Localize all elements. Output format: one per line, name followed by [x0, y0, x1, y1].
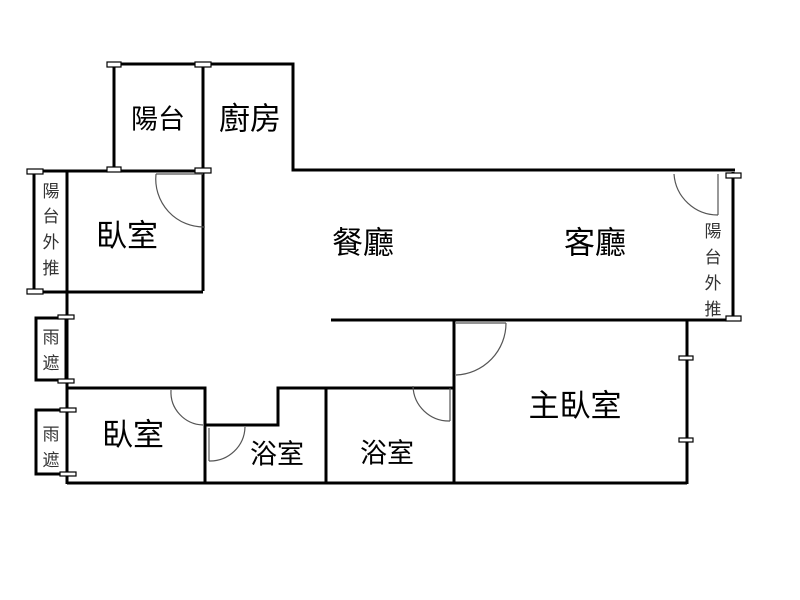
right-balcony-ext-char: 陽 [705, 222, 722, 242]
canopy-2 [34, 408, 69, 476]
room-label-master-bedroom: 主臥室 [529, 389, 622, 425]
left-balcony-ext-char: 推 [43, 259, 60, 279]
room-label-bedroom-top: 臥室 [96, 219, 158, 255]
room-label-kitchen: 廚房 [219, 102, 281, 138]
room-label-bathroom-1: 浴室 [250, 440, 304, 471]
canopy-1-char: 雨 [43, 328, 60, 348]
canopy-1 [34, 316, 68, 382]
right-balcony-ext-char: 外 [705, 274, 722, 294]
canopy-2-char: 雨 [43, 425, 60, 445]
room-label-bathroom-2: 浴室 [360, 439, 414, 470]
left-balcony-ext-char: 台 [43, 207, 60, 227]
window-markers [26, 61, 742, 477]
side-labels: 陽 台 外 推 陽 台 外 推 雨 遮 雨 遮 [43, 182, 722, 471]
right-balcony-ext-char: 推 [705, 300, 722, 320]
room-label-balcony: 陽台 [131, 105, 185, 136]
left-balcony-ext-char: 外 [43, 233, 60, 253]
room-labels: 陽台 廚房 臥室 餐廳 客廳 主臥室 臥室 浴室 浴室 [96, 102, 626, 471]
room-label-dining: 餐廳 [332, 226, 394, 262]
doors [155, 173, 719, 462]
room-label-bedroom-bottom: 臥室 [102, 418, 164, 454]
canopy-2-char: 遮 [43, 451, 60, 471]
canopy-1-char: 遮 [43, 354, 60, 374]
room-label-living: 客廳 [564, 226, 626, 262]
left-balcony-ext-char: 陽 [43, 182, 60, 202]
right-balcony-ext-char: 台 [705, 248, 722, 268]
walls [32, 62, 735, 485]
